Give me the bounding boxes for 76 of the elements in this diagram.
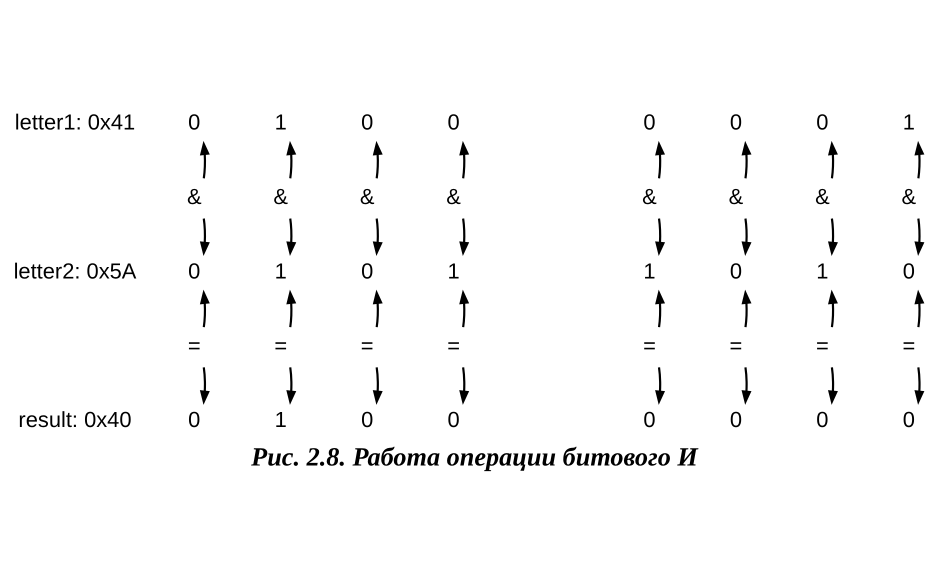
arrow: [200, 218, 210, 256]
arrow: [828, 367, 838, 405]
label: letter2: 0x5A: [14, 258, 136, 284]
node-text: &: [360, 184, 374, 209]
node-text: 1: [274, 110, 287, 135]
node-text: &: [186, 184, 202, 209]
arrow: [286, 140, 296, 178]
arrow: [372, 290, 383, 328]
node-text: 0: [188, 407, 200, 432]
node-text: 0: [730, 110, 742, 135]
arrow: [742, 218, 752, 256]
arrow: [914, 290, 924, 328]
node-text: &: [728, 184, 744, 209]
node-text: =: [816, 332, 829, 358]
arrow: [742, 290, 752, 328]
node-text: 0: [448, 407, 460, 432]
node-text: 0: [188, 110, 200, 135]
arrow: [286, 290, 296, 328]
arrow: [459, 367, 470, 405]
arrow: [655, 140, 666, 178]
node-text: 0: [902, 407, 915, 432]
node-text: 0: [816, 110, 828, 135]
arrow: [655, 290, 666, 328]
node-text: 1: [274, 258, 287, 284]
node-text: 1: [816, 258, 828, 284]
node-text: 1: [448, 258, 460, 284]
caption: Рис. 2.8. Работа операции битового И: [251, 442, 698, 472]
node-text: &: [642, 184, 657, 209]
node-text: 0: [730, 258, 742, 284]
arrow: [914, 367, 924, 405]
node-text: 0: [188, 258, 200, 284]
arrow: [742, 367, 752, 405]
node-text: 1: [902, 110, 915, 135]
arrow: [828, 290, 838, 328]
node-text: 0: [816, 407, 828, 432]
arrow: [372, 140, 383, 178]
node-text: =: [643, 332, 656, 358]
arrow: [914, 140, 924, 178]
label: result: 0x40: [18, 407, 132, 432]
arrow: [372, 218, 383, 256]
arrow: [200, 367, 210, 405]
arrow: [286, 367, 296, 405]
node-text: =: [730, 332, 742, 358]
node-text: 0: [902, 258, 915, 284]
arrow: [655, 367, 666, 405]
node-text: 0: [643, 110, 656, 135]
node-text: 1: [643, 258, 656, 284]
arrow: [459, 218, 470, 256]
node-text: &: [273, 184, 288, 209]
node-text: 0: [730, 407, 742, 432]
node-text: 0: [643, 407, 656, 432]
node-text: &: [902, 184, 916, 209]
node-text: 0: [361, 258, 374, 284]
arrow: [655, 218, 666, 256]
arrow: [372, 367, 383, 405]
node-text: =: [447, 332, 460, 358]
node-text: =: [360, 332, 374, 358]
label: letter1: 0x41: [14, 110, 136, 135]
arrow: [200, 290, 210, 328]
arrow: [286, 218, 296, 256]
arrow: [200, 140, 210, 178]
arrow: [828, 140, 838, 178]
node-text: =: [902, 332, 916, 358]
node-text: &: [446, 184, 461, 209]
node-text: 0: [448, 110, 460, 135]
arrow: [459, 290, 470, 328]
arrow: [742, 140, 752, 178]
arrow: [914, 218, 924, 256]
arrow: [828, 218, 838, 256]
node-text: 1: [274, 407, 287, 432]
node-text: 0: [361, 407, 374, 432]
node-text: =: [188, 332, 201, 358]
node-text: &: [815, 184, 830, 209]
node-text: 0: [361, 110, 374, 135]
node-text: =: [274, 332, 288, 358]
arrow: [459, 140, 470, 178]
